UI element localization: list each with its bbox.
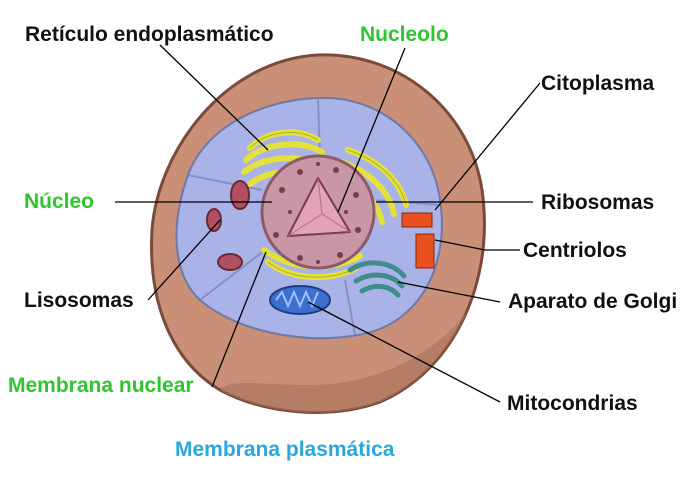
leader-lisosomas bbox=[147, 219, 221, 301]
leader-mitocondrias bbox=[307, 301, 501, 403]
label-lisosomas: Lisosomas bbox=[24, 289, 134, 312]
centrioles bbox=[401, 212, 435, 269]
label-citoplasma: Citoplasma bbox=[541, 72, 655, 95]
label-nucleolo: Nucleolo bbox=[360, 23, 449, 46]
leader-membrana-nuclear bbox=[211, 251, 267, 388]
leader-reticulo bbox=[159, 44, 269, 151]
label-aparato-de-golgi: Aparato de Golgi bbox=[508, 290, 678, 313]
label-nucleo: Núcleo bbox=[24, 190, 95, 213]
leader-nucleolo bbox=[337, 47, 406, 213]
label-membrana-plasmatica: Membrana plasmática bbox=[175, 438, 395, 461]
label-mitocondrias: Mitocondrias bbox=[507, 392, 638, 415]
leader-citoplasma bbox=[434, 82, 541, 211]
label-membrana-nuclear: Membrana nuclear bbox=[8, 374, 194, 397]
chromatin-dots bbox=[273, 162, 361, 264]
label-centriolos: Centriolos bbox=[523, 239, 627, 262]
endoplasmic-reticulum-outline bbox=[249, 131, 407, 278]
outer-membrane-shading bbox=[220, 310, 468, 413]
leader-centriolos-b bbox=[434, 239, 486, 251]
nucleolus-facets bbox=[287, 177, 351, 237]
leader-lines bbox=[115, 44, 541, 403]
label-ribosomas: Ribosomas bbox=[541, 191, 655, 214]
label-reticulo-endoplasmatico: Retículo endoplasmático bbox=[25, 23, 274, 46]
golgi-apparatus bbox=[347, 260, 407, 298]
mitochondria bbox=[269, 285, 331, 315]
leader-golgi bbox=[397, 281, 501, 303]
nucleus bbox=[260, 154, 376, 270]
